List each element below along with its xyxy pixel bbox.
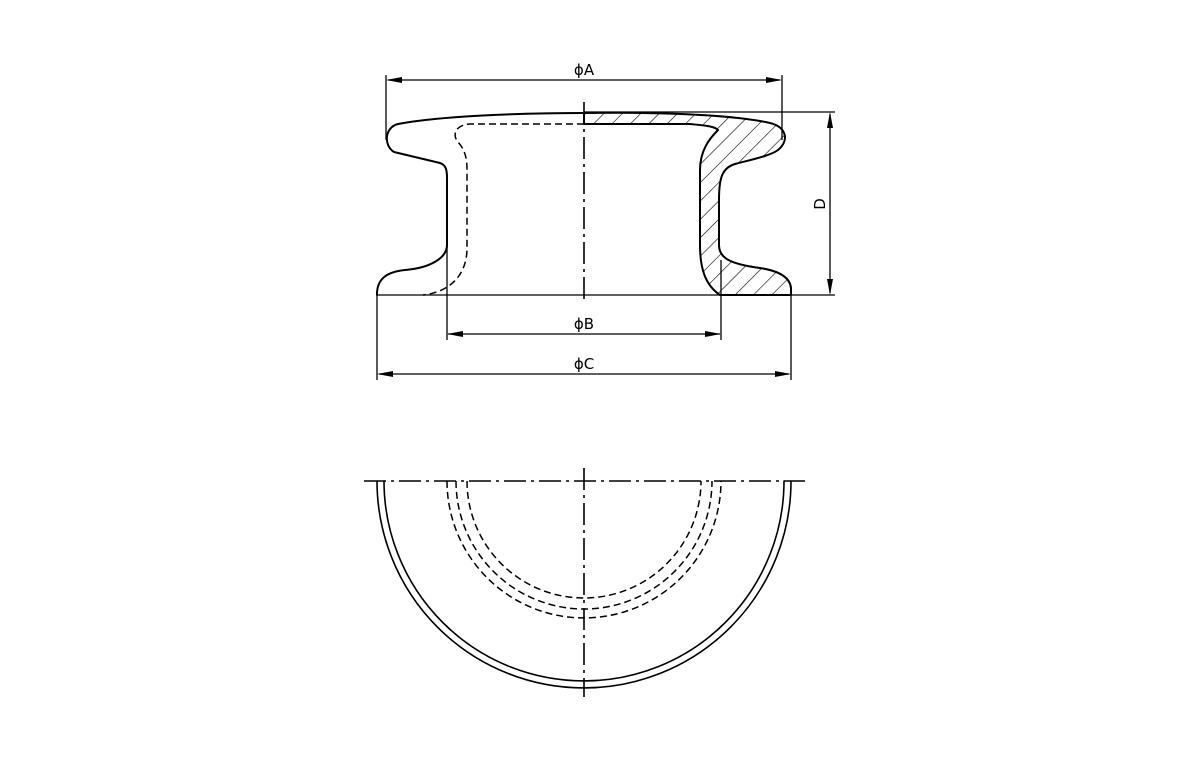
dimension-phiA: ϕA bbox=[385, 61, 783, 140]
label-D: D bbox=[811, 198, 829, 210]
label-phiC: ϕC bbox=[574, 355, 594, 373]
hatched-section bbox=[583, 111, 792, 296]
label-phiB: ϕB bbox=[574, 315, 594, 333]
plan-view bbox=[364, 468, 805, 697]
label-phiA: ϕA bbox=[574, 61, 595, 79]
dimension-D: D bbox=[811, 112, 833, 295]
hidden-arc-3 bbox=[466, 480, 702, 599]
dimension-phiB: ϕB bbox=[447, 315, 721, 337]
left-hidden-profile bbox=[422, 123, 584, 296]
left-profile-outline bbox=[376, 112, 585, 296]
dimension-phiC: ϕC bbox=[376, 295, 792, 380]
section-view bbox=[376, 102, 835, 340]
